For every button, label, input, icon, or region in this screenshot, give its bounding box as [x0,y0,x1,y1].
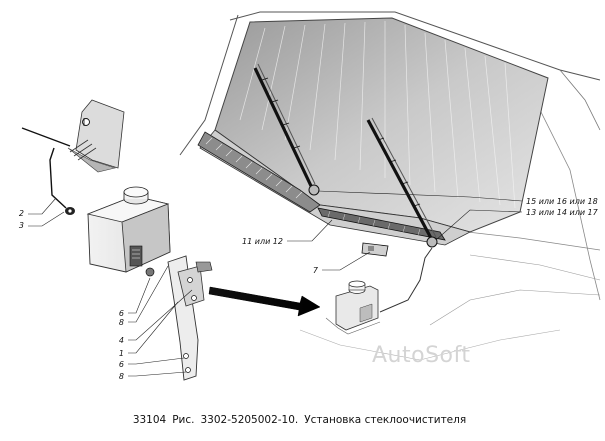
callout-2: 2 [19,209,24,218]
cowl-grille [197,131,446,241]
callout-13-14-17: 13 или 14 или 17 [526,208,599,217]
caption-model: 33104 [132,414,167,426]
wiper-blade-right [366,117,438,248]
car-body [179,11,601,361]
washer-reservoir [86,186,171,277]
direction-arrow [208,286,321,317]
washer-nozzle [67,99,125,173]
callout-11-12: 11 или 12 [242,237,283,246]
callout-15-16-18: 15 или 16 или 18 [526,197,598,206]
caption-title: Установка стеклоочистителя [304,414,467,426]
wiper-blade-left [253,63,320,196]
watermark: AutoSoft [372,343,471,368]
caption-code: 3302-5205002-10. [200,414,299,426]
caption-prefix: Рис. [172,414,195,426]
washer-hose [379,247,433,313]
callout-4: 4 [119,336,124,345]
callout-labels: 2 3 6 8 4 1 6 8 7 11 или 12 15 или 16 ил… [19,197,599,381]
callout-1: 1 [119,349,124,358]
callout-7: 7 [313,266,319,275]
callout-6-top: 6 [119,309,124,318]
windshield-glass [199,17,549,246]
part-7-bracket [361,242,389,257]
leader-lines [28,190,523,377]
figure-caption: 33104 Рис. 3302-5205002-10. Установка стекл… [0,414,605,426]
washer-tube [21,127,75,215]
callout-8-top: 8 [119,318,124,327]
callout-3: 3 [19,221,24,230]
callout-8-bottom: 8 [119,372,124,381]
mounting-bracket [167,255,213,381]
callout-6-bottom: 6 [119,360,124,369]
installed-reservoir [325,280,381,335]
